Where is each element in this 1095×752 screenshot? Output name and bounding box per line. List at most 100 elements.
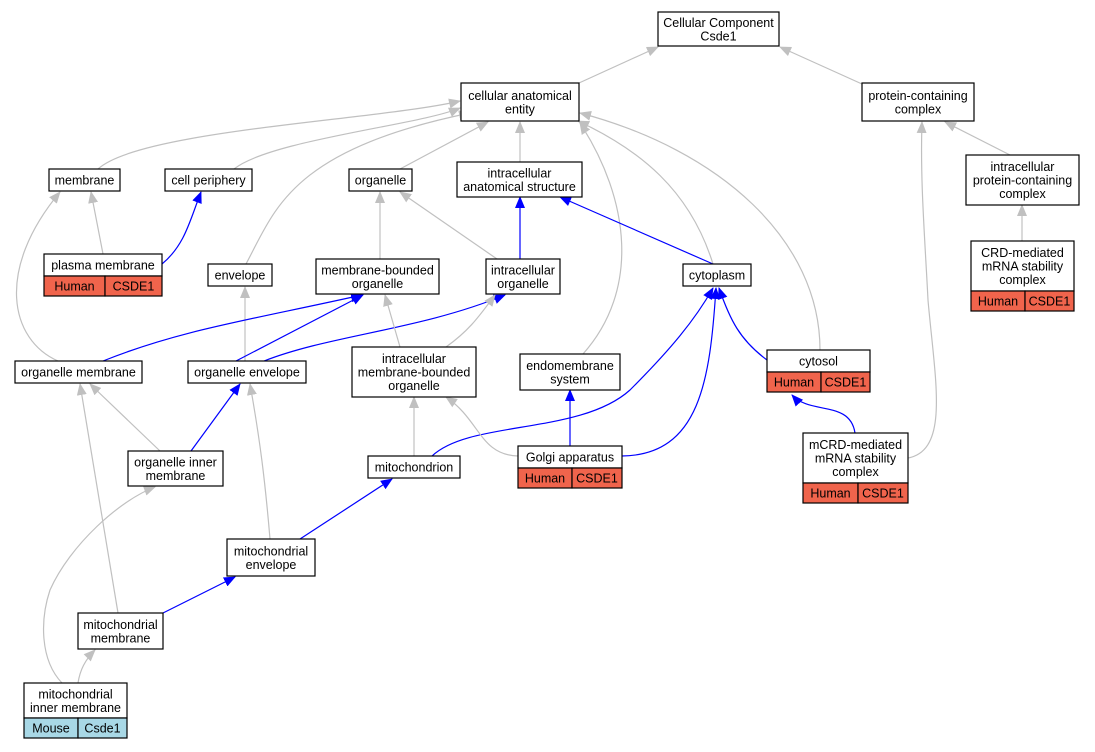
edge-golgi-to-cytoplasm: [621, 287, 721, 457]
edge-membrane-to-cae: [97, 98, 461, 170]
edge-ipcc-to-pcc: [944, 121, 1011, 156]
term-node-membrane[interactable]: membrane: [48, 168, 121, 192]
term-node-oe[interactable]: organelle envelope: [187, 360, 307, 384]
term-label-line: envelope: [215, 269, 266, 283]
term-label-line: envelope: [246, 558, 297, 572]
edge-mmem-to-menv: [162, 576, 236, 614]
term-label-line: anatomical structure: [463, 180, 576, 194]
term-node-mito[interactable]: mitochondrion: [367, 455, 461, 479]
edge-oe-to-io: [263, 294, 506, 362]
term-box: [802, 432, 909, 484]
term-box: [348, 168, 413, 192]
edge-cae-to-root: [578, 46, 659, 84]
edge-cytosol-to-cae: [579, 110, 821, 351]
term-node-envelope[interactable]: envelope: [207, 263, 273, 287]
gene-tag-label: CSDE1: [113, 280, 155, 294]
edge-cellper-to-cae: [233, 107, 461, 170]
species-tag-label: Human: [810, 487, 850, 501]
edge-oe-to-mbo: [235, 294, 364, 362]
edge-oim-to-om: [89, 383, 161, 452]
term-label-line: mCRD-mediated: [809, 438, 902, 452]
edge-io-to-organelle: [399, 191, 498, 260]
term-box: [164, 168, 253, 192]
gene-tag-label: CSDE1: [862, 487, 904, 501]
term-label-line: mitochondrial: [38, 687, 112, 701]
edge-endo-to-cae: [579, 122, 623, 355]
term-label-line: entity: [505, 102, 536, 116]
edges-layer: [16, 46, 1027, 684]
term-label-line: cytosol: [799, 355, 838, 369]
edge-pm-to-membrane: [88, 191, 104, 255]
term-box: [367, 455, 461, 479]
term-label-line: protein-containing: [868, 89, 967, 103]
gene-tag-box: [857, 482, 909, 504]
term-label-line: mRNA stability: [815, 452, 897, 466]
edge-pcc-to-root: [779, 46, 863, 85]
term-label-line: membrane: [91, 631, 151, 645]
edge-golgi-to-imbo: [445, 396, 519, 457]
edge-pm-to-cellper: [161, 191, 202, 265]
edge-cytosol-to-cytoplasm: [717, 287, 768, 361]
edge-imbo-to-mbo: [383, 294, 401, 348]
term-box: [485, 258, 561, 295]
term-label-line: complex: [895, 102, 942, 116]
term-node-cellper[interactable]: cell periphery: [164, 168, 253, 192]
term-label-line: Golgi apparatus: [526, 451, 614, 465]
term-label-line: organelle envelope: [194, 366, 300, 380]
term-label-line: organelle: [388, 379, 439, 393]
term-label-line: Cellular Component: [663, 16, 774, 30]
gene-tag-label: CSDE1: [1029, 295, 1071, 309]
term-label-line: CRD-mediated: [981, 246, 1064, 260]
term-box: [682, 263, 752, 287]
edge-cytoplasm-to-ias: [559, 196, 714, 265]
term-label-line: system: [550, 372, 590, 386]
term-node-cytoplasm[interactable]: cytoplasm: [682, 263, 752, 287]
term-label-line: intracellular: [382, 352, 446, 366]
edge-oim-to-oe: [190, 383, 241, 452]
term-label-line: mRNA stability: [982, 260, 1064, 274]
gene-tag-label: Csde1: [84, 722, 120, 736]
term-label-line: membrane: [146, 469, 206, 483]
gene-tag-label: CSDE1: [825, 376, 867, 390]
edge-menv-to-oe: [247, 383, 271, 540]
term-node-om[interactable]: organelle membrane: [14, 360, 143, 384]
gene-tag-label: CSDE1: [576, 472, 618, 486]
edge-menv-to-mito: [299, 478, 393, 540]
term-label-line: endomembrane: [526, 359, 614, 373]
term-label-line: mitochondrial: [234, 544, 308, 558]
term-box: [14, 360, 143, 384]
term-box: [127, 450, 224, 487]
gene-tag-box: [104, 275, 163, 297]
term-node-organelle[interactable]: organelle: [348, 168, 413, 192]
species-tag-label: Human: [774, 376, 814, 390]
term-box: [519, 353, 621, 391]
term-box: [460, 82, 580, 122]
edge-mim-to-oim: [43, 486, 156, 684]
edge-om-to-mbo: [102, 292, 363, 362]
term-label-line: membrane-bounded: [358, 366, 471, 380]
term-label-line: mitochondrion: [375, 461, 454, 475]
species-tag-label: Human: [978, 295, 1018, 309]
term-label-line: complex: [999, 187, 1046, 201]
edge-mim-to-mmem: [77, 649, 96, 684]
term-label-line: organelle inner: [134, 455, 217, 469]
gene-tag-box: [77, 717, 128, 739]
